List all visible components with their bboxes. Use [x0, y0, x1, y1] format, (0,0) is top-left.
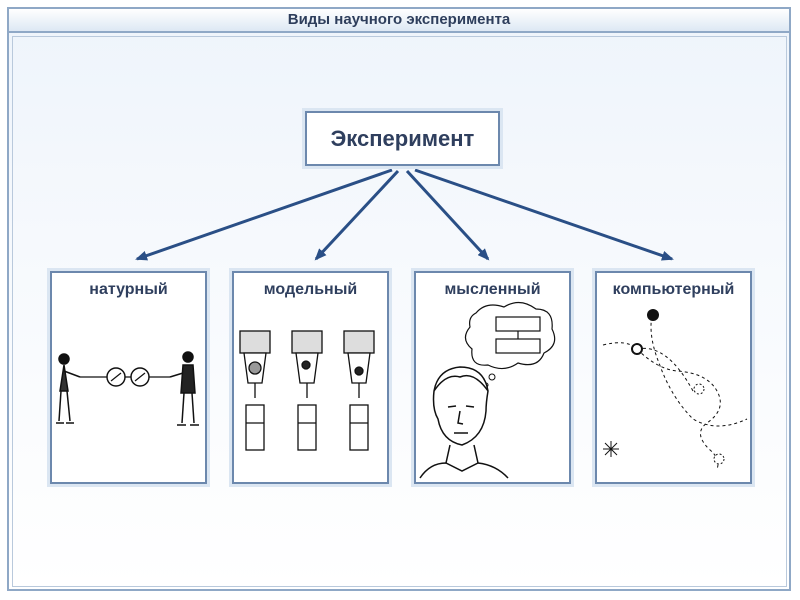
card-natural: натурный	[50, 271, 207, 484]
mental-experiment-illustration	[419, 301, 556, 479]
card-label-computer: компьютерный	[612, 281, 735, 298]
card-label-model: модельный	[263, 281, 358, 298]
arrow-to-mental	[405, 169, 490, 261]
arrow-to-model	[314, 169, 400, 261]
computer-experiment-illustration	[602, 309, 748, 470]
card-label-natural: натурный	[89, 281, 168, 298]
card-label-mental: мысленный	[444, 281, 541, 298]
content-area	[12, 36, 787, 587]
card-model: модельный	[232, 271, 389, 484]
slide-title: Виды научного эксперимента	[7, 7, 791, 33]
arrow-to-computer	[414, 168, 674, 261]
model-experiment-illustration	[239, 330, 375, 451]
root-node-experiment: Эксперимент	[305, 111, 500, 166]
arrow-to-natural	[135, 168, 393, 261]
card-mental: мысленный	[414, 271, 571, 484]
natural-experiment-illustration	[56, 351, 199, 426]
card-computer: компьютерный	[595, 271, 752, 484]
